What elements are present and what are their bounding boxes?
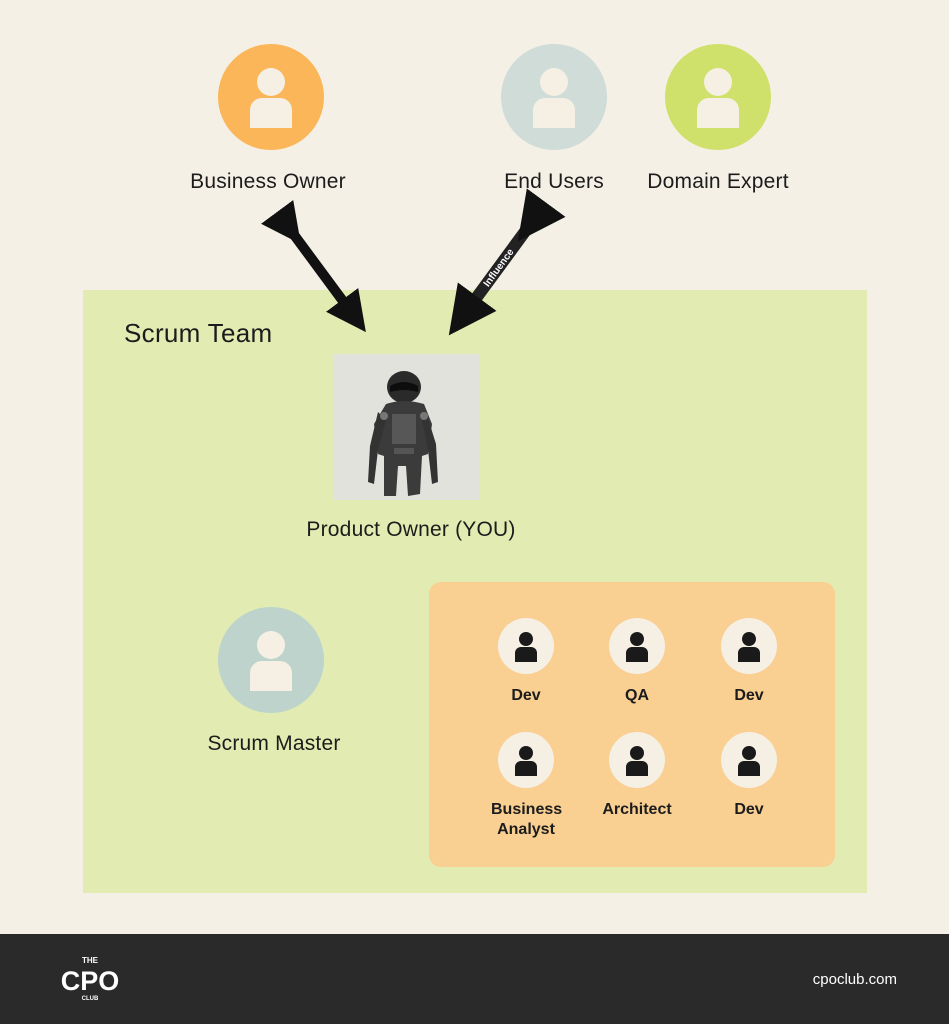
person-icon [533,68,575,128]
team-member-label: QA [625,687,649,704]
person-icon [515,632,537,662]
team-member-avatar [721,732,777,788]
end-users-avatar [501,44,607,150]
team-member-avatar [498,618,554,674]
team-member: Dev [694,732,804,820]
product-owner-photo [334,354,480,500]
team-member-label: Architect [602,801,672,818]
product-owner-label: Product Owner (YOU) [306,518,516,541]
person-icon [697,68,739,128]
scrum-master-label: Scrum Master [207,732,341,755]
svg-text:THE: THE [82,956,99,965]
scrum-master-avatar [218,607,324,713]
team-member-label: Business Analyst [491,801,563,838]
person-icon [250,631,292,691]
team-member: Dev [694,618,804,706]
person-icon [515,746,537,776]
person-icon [626,746,648,776]
person-icon [626,632,648,662]
footer: THE CPO CLUB cpoclub.com [0,934,949,1024]
svg-text:CPO: CPO [61,966,120,996]
svg-text:CLUB: CLUB [82,996,99,1002]
team-member-avatar [609,732,665,788]
influence-label: Influence [482,247,517,289]
business-owner-avatar [218,44,324,150]
team-member-avatar [721,618,777,674]
team-member-label: Dev [734,687,764,704]
domain-expert-avatar [665,44,771,150]
team-member: Business Analyst [471,732,581,840]
team-member-label: Dev [511,687,541,704]
person-icon [738,632,760,662]
domain-expert-label: Domain Expert [647,170,789,193]
website-link[interactable]: cpoclub.com [812,971,897,988]
person-icon [738,746,760,776]
scrum-team-title: Scrum Team [124,318,273,348]
cpo-club-logo[interactable]: THE CPO CLUB [58,954,122,1004]
team-member-label: Dev [734,801,764,818]
team-member-avatar [609,618,665,674]
business-owner-label: Business Owner [190,170,346,193]
team-member: Dev [471,618,581,706]
team-member: QA [582,618,692,706]
team-member-avatar [498,732,554,788]
team-member: Architect [582,732,692,820]
person-icon [250,68,292,128]
end-users-label: End Users [504,170,604,193]
